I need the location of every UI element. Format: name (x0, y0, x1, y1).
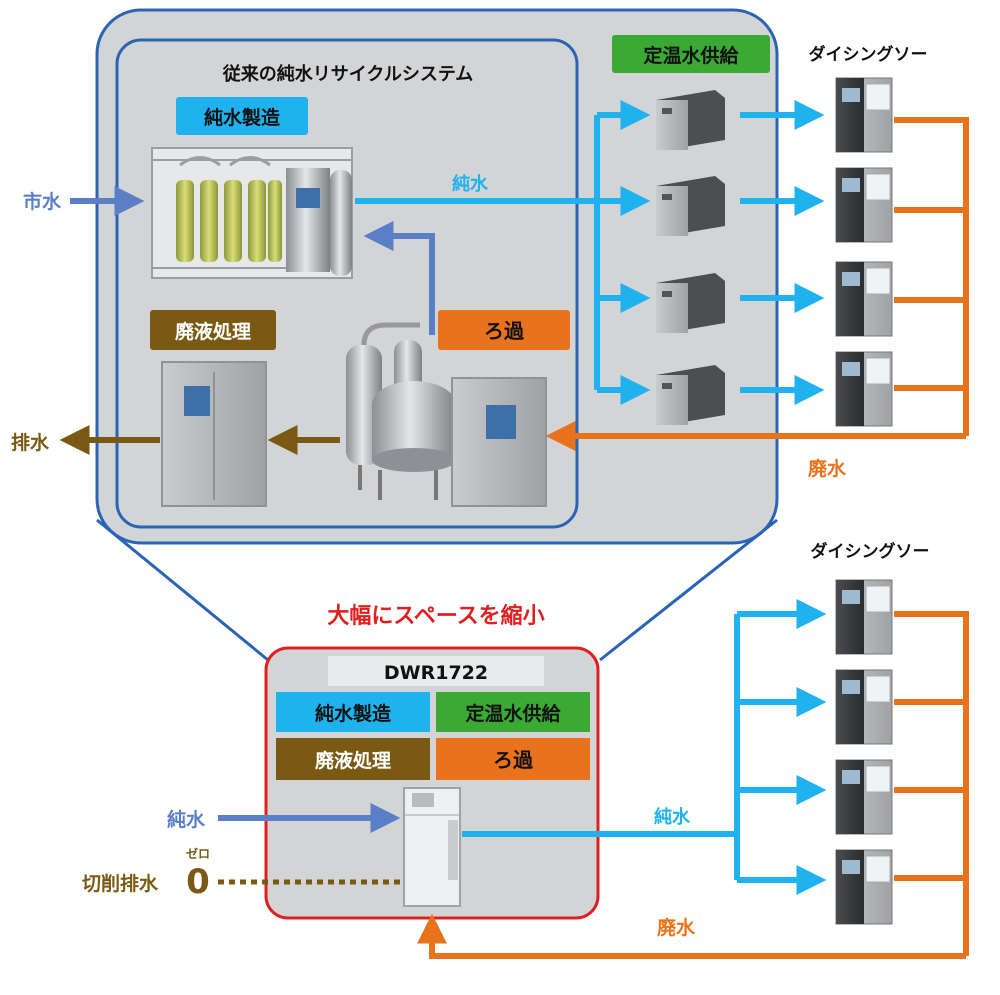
waste-water-label-lower: 廃水 (657, 916, 696, 939)
zero-ruby: ゼロ (186, 846, 210, 861)
city-water-label: 市水 (23, 190, 62, 213)
chiller-unit-1 (656, 90, 725, 150)
zoom-connector-left (96, 518, 269, 662)
drain-label: 排水 (11, 431, 50, 454)
dwr-pure-water-in-label: 純水 (167, 808, 206, 831)
cutting-drain-label: 切削排水 (82, 872, 159, 895)
filtration-control-cabinet (451, 377, 547, 507)
model-name: DWR1722 (384, 662, 488, 684)
dwr1722-unit (403, 787, 461, 907)
zoom-connector-right (599, 518, 778, 662)
dicing-saw-lower-2 (835, 669, 893, 745)
filtration-label-box (438, 310, 570, 350)
conventional-system-title: 従来の純水リサイクルシステム (222, 63, 474, 85)
dicing-saw-label-upper: ダイシングソー (809, 44, 928, 65)
waste-water-return-arrow-lower (417, 913, 966, 959)
zero-digit: 0 (186, 862, 210, 902)
dicing-saw-upper-1 (835, 77, 893, 153)
pure-water-label: 純水 (452, 173, 489, 195)
dwr-pure-water-production-box (276, 692, 430, 732)
chiller-unit-4 (656, 365, 725, 425)
waste-treatment-label: 廃液処理 (175, 320, 251, 343)
dicing-saw-upper-4 (835, 351, 893, 427)
filtration-tanks (346, 322, 456, 500)
pure-water-production-label: 純水製造 (204, 106, 281, 129)
dwr-filtration-label: ろ過 (493, 748, 534, 772)
constant-temp-supply-label: 定温水供給 (643, 44, 739, 67)
waste-water-collection-upper (894, 117, 969, 436)
filtration-label: ろ過 (484, 319, 525, 343)
recycled-water-return-arrow (363, 221, 435, 335)
dwr-waste-treatment-box (276, 738, 430, 780)
dwr-pure-water-production-label: 純水製造 (315, 702, 392, 725)
constant-temp-supply-label-box (612, 35, 770, 73)
space-reduction-headline: 大幅にスペースを縮小 (327, 603, 544, 629)
dicing-saw-lower-1 (835, 579, 893, 655)
waste-water-collection-lower (894, 611, 969, 956)
dwr-constant-temp-supply-box (436, 692, 590, 732)
dicing-saw-upper-2 (835, 167, 893, 243)
dwr-filtration-box (436, 738, 590, 780)
dwr-pure-water-out-label: 純水 (654, 806, 691, 828)
dwr-waste-treatment-label: 廃液処理 (315, 749, 391, 772)
waste-treatment-label-box (150, 310, 276, 350)
pure-water-production-label-box (176, 97, 308, 135)
dicing-saw-lower-3 (835, 759, 893, 835)
dwr-constant-temp-supply-label: 定温水供給 (465, 702, 561, 725)
chiller-unit-3 (656, 273, 725, 333)
dicing-saw-upper-3 (835, 261, 893, 337)
waste-treatment-cabinet (161, 361, 267, 507)
chiller-unit-2 (656, 176, 725, 236)
dicing-saw-lower-4 (835, 849, 893, 925)
pure-water-production-equipment (151, 147, 353, 279)
model-name-box (328, 656, 544, 686)
waste-water-label-upper: 廃水 (808, 457, 847, 480)
dicing-saw-label-lower: ダイシングソー (811, 541, 930, 562)
